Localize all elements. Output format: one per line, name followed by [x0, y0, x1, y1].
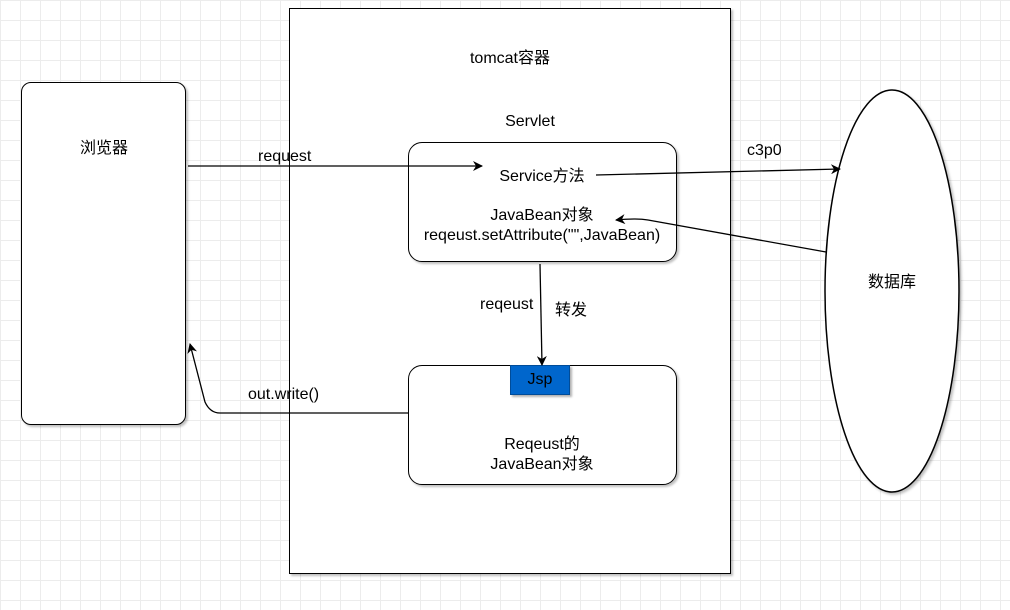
browser-box[interactable]	[21, 82, 186, 425]
jsp-line1: Reqeust的	[504, 436, 580, 453]
edge-label-out-write: out.write()	[248, 386, 320, 403]
database-ellipse[interactable]	[824, 89, 960, 493]
servlet-title: Servlet	[505, 113, 555, 130]
edge-label-forward: 转发	[555, 302, 588, 319]
servlet-javabean-line1: JavaBean对象	[490, 207, 594, 224]
servlet-javabean-text: JavaBean对象 reqeust.setAttribute("",JavaB…	[424, 206, 660, 246]
database-label: 数据库	[867, 274, 917, 291]
edge-label-c3p0: c3p0	[747, 142, 782, 159]
jsp-line2: JavaBean对象	[490, 456, 594, 473]
servlet-javabean-line2: reqeust.setAttribute("",JavaBean)	[423, 227, 661, 244]
browser-label: 浏览器	[79, 140, 129, 157]
jsp-badge-label: Jsp	[527, 371, 553, 388]
edge-label-request: request	[258, 148, 312, 165]
service-method-label: Service方法	[499, 168, 585, 185]
edge-label-reqeust: reqeust	[480, 296, 534, 313]
tomcat-label: tomcat容器	[469, 50, 551, 67]
jsp-text: Reqeust的 JavaBean对象	[490, 435, 593, 475]
